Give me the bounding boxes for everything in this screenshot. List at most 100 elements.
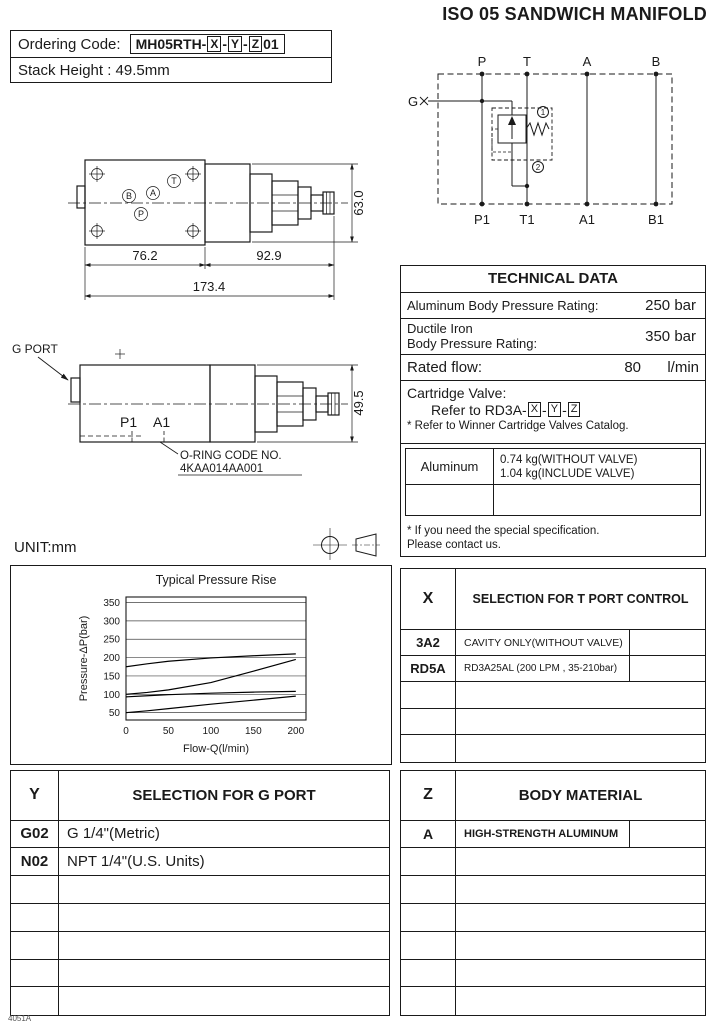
port-b-icon (122, 189, 136, 203)
table-row: Ductile Iron Body Pressure Rating: 350 b… (401, 319, 705, 355)
code-sep1: - (222, 36, 228, 52)
code-sep2: - (243, 36, 248, 52)
schematic-port-b: B (652, 54, 661, 69)
table-row-empty (401, 903, 705, 932)
option-code: RD5A (401, 656, 456, 681)
cartridge-sep1: - (542, 401, 547, 418)
code-x: X (207, 36, 222, 52)
table-row-empty (11, 959, 389, 988)
side-port-a1: A1 (153, 414, 170, 430)
stack-height: Stack Height : 49.5mm (18, 61, 170, 79)
plot-frame (125, 596, 307, 721)
table-row-empty (11, 876, 389, 904)
g-port-leader (37, 356, 69, 381)
curve-4 (125, 695, 296, 714)
table-row-empty (401, 959, 705, 988)
schematic-port-p: P (478, 54, 487, 69)
y-tick-label: 50 (109, 708, 121, 719)
table-y-code: Y (11, 771, 59, 820)
port-p-icon (134, 207, 148, 221)
callout-2-icon (532, 161, 544, 173)
selection-table-g-port: Y SELECTION FOR G PORT G02 G 1/4"(Metric… (10, 770, 390, 1016)
y-tick-label: 300 (103, 616, 120, 627)
top-view-port-p: P (138, 209, 144, 219)
cartridge-sep2: - (562, 401, 567, 418)
option-desc: RD3A25AL (200 LPM , 35-210bar) (464, 662, 618, 674)
cartridge-valve-label: Cartridge Valve: (407, 384, 507, 401)
table-row-empty (401, 735, 705, 762)
curve-2 (125, 658, 296, 695)
callout-1-label: 1 (541, 108, 546, 117)
chart-ylabel: Pressure-ΔP(bar) (78, 616, 90, 702)
curve-3 (125, 690, 296, 698)
dim-63-0: 63.0 (351, 190, 366, 215)
table-row-empty (401, 681, 705, 709)
option-code: N02 (11, 848, 59, 876)
y-tick-label: 350 (103, 598, 120, 609)
chart-title: Typical Pressure Rise (156, 573, 277, 587)
hydraulic-schematic: G P T A B P1 T1 A1 B1 1 2 (408, 54, 673, 227)
dim-92-9: 92.9 (256, 248, 281, 263)
aluminum-pressure-label: Aluminum Body Pressure Rating: (407, 297, 599, 313)
table-row: Aluminum Body Pressure Rating: 250 bar (401, 293, 705, 319)
top-view-port-b: B (126, 191, 132, 201)
cartridge-code-z: Z (567, 402, 581, 418)
g-port-label: G PORT (12, 342, 58, 356)
oring-code: 4KAA014AA001 (180, 463, 263, 475)
option-desc: G 1/4"(Metric) (67, 825, 160, 843)
table-y-header: Y SELECTION FOR G PORT (11, 771, 389, 821)
y-tick-label: 200 (103, 653, 120, 664)
chart-xlabel: Flow-Q(l/min) (183, 743, 249, 755)
rated-flow-label: Rated flow: (407, 358, 483, 376)
dim-76-2: 76.2 (132, 248, 157, 263)
engineering-drawing: B A P T 76.2 92.9 173.4 63.0 (12, 159, 380, 560)
footer-rev: 4051A (8, 1014, 32, 1023)
page-title: ISO 05 SANDWICH MANIFOLD (442, 4, 707, 24)
option-code: 3A2 (401, 630, 456, 656)
cartridge-ref-prefix: Refer to RD3A- (431, 401, 527, 418)
side-port-p1: P1 (120, 414, 137, 430)
top-view (76, 159, 335, 246)
option-desc: NPT 1/4"(U.S. Units) (67, 853, 205, 871)
table-row-empty (11, 931, 389, 960)
cartridge-code-x: X (527, 402, 542, 418)
schematic-port-t: T (523, 54, 531, 69)
table-row-empty (401, 876, 705, 904)
y-tick-label: 100 (103, 690, 120, 701)
x-tick-label: 50 (163, 726, 175, 737)
cartridge-valve-ref: Refer to RD3A-X-Y-Z (407, 402, 699, 418)
table-row-empty (406, 484, 700, 516)
table-x-header: X SELECTION FOR T PORT CONTROL (401, 569, 705, 631)
table-row-empty (11, 987, 389, 1015)
code-prefix: MH05RTH- (135, 36, 207, 52)
dimension-lines (84, 163, 358, 300)
port-t-icon (167, 174, 181, 188)
table-x-title: SELECTION FOR T PORT CONTROL (472, 592, 689, 607)
aluminum-pressure-value: 250 bar (645, 296, 696, 314)
option-extra-cell (629, 630, 705, 656)
technical-data-panel: TECHNICAL DATA Aluminum Body Pressure Ra… (400, 265, 706, 557)
schematic-port-p1: P1 (474, 212, 490, 227)
table-row: N02 NPT 1/4"(U.S. Units) (11, 848, 389, 877)
schematic-boundary (437, 73, 673, 205)
table-row: Aluminum 0.74 kg(WITHOUT VALVE) 1.04 kg(… (406, 449, 700, 485)
dim-49-5: 49.5 (351, 390, 366, 415)
code-suffix: 01 (263, 36, 279, 52)
special-spec-note: * If you need the special specification.… (407, 525, 600, 552)
code-z: Z (248, 36, 263, 52)
curve-1 (125, 653, 296, 668)
table-row: RD5A RD3A25AL (200 LPM , 35-210bar) (401, 656, 705, 682)
option-desc: CAVITY ONLY(WITHOUT VALVE) (464, 636, 623, 649)
table-row-empty (401, 931, 705, 960)
rated-flow-unit: l/min (667, 358, 699, 376)
table-x-code: X (401, 569, 456, 630)
schematic-port-b1: B1 (648, 212, 664, 227)
table-y-title: SELECTION FOR G PORT (132, 786, 316, 804)
option-desc: HIGH-STRENGTH ALUMINUM (464, 827, 619, 840)
ductile-iron-pressure-label: Ductile Iron Body Pressure Rating: (407, 321, 538, 352)
top-view-port-a: A (150, 188, 156, 198)
cartridge-valve-row: Cartridge Valve: Refer to RD3A-X-Y-Z * R… (401, 381, 705, 445)
